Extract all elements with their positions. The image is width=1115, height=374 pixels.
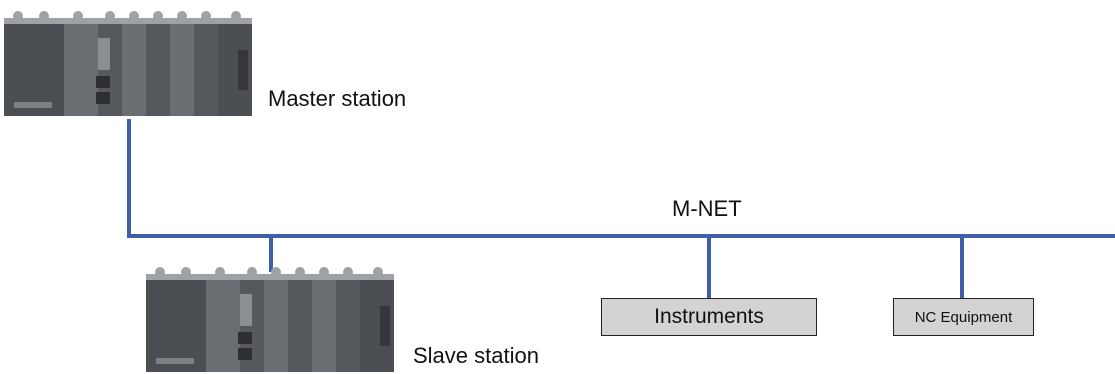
instruments-label: Instruments	[654, 305, 764, 328]
slave-station-label: Slave station	[413, 343, 539, 368]
master-station-plc-image	[4, 11, 252, 116]
nc-equipment-label: NC Equipment	[914, 308, 1013, 326]
instruments-box: Instruments	[601, 298, 817, 336]
m-net-label: M-NET	[672, 196, 742, 221]
slave-station-plc-image	[146, 267, 394, 372]
nc-equipment-box: NC Equipment	[893, 298, 1034, 336]
master-station-label: Master station	[268, 86, 407, 111]
